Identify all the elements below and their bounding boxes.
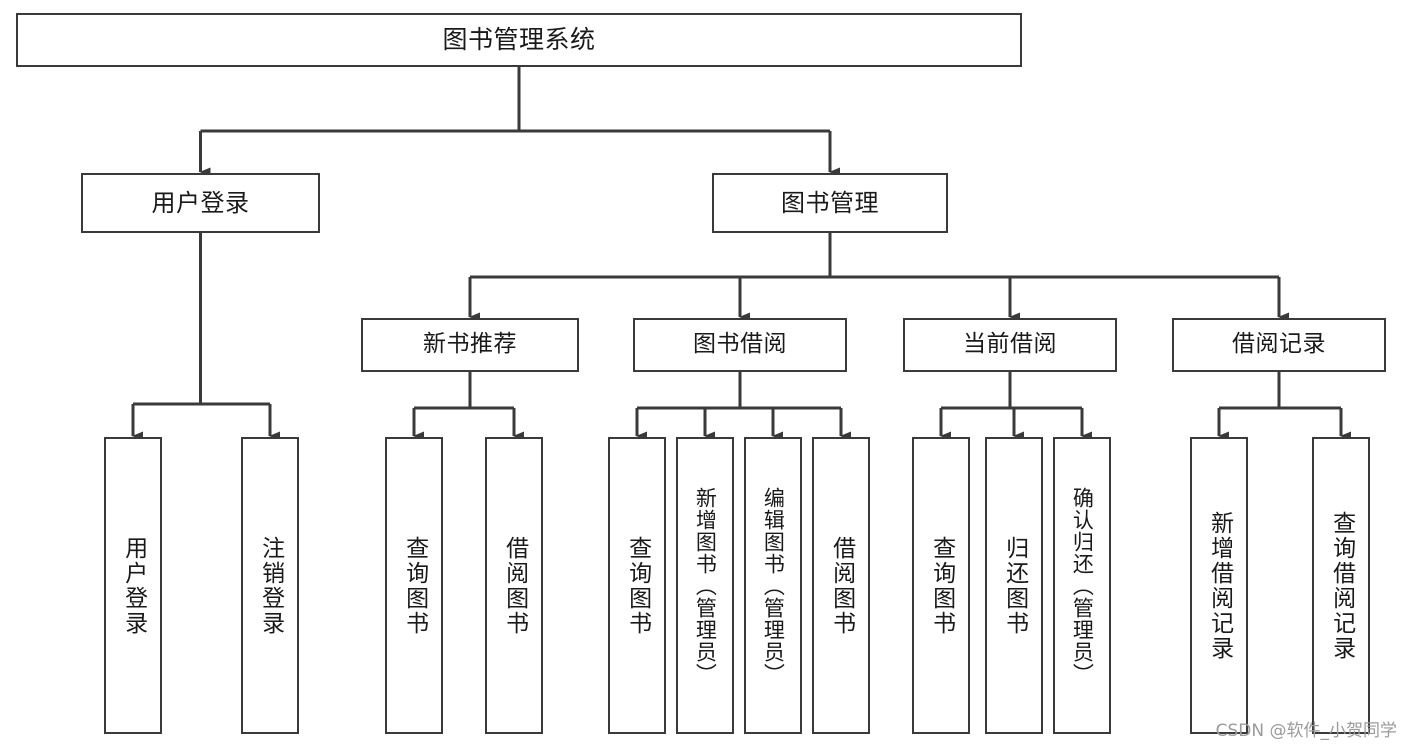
node-label: 借阅记录: [1232, 331, 1326, 358]
node-leaf-query-book-1: 查询图书: [385, 437, 443, 734]
node-book-borrow: 图书借阅: [633, 318, 847, 372]
node-label: 当前借阅: [963, 331, 1057, 358]
node-label: 新增图书（管理员）: [693, 486, 718, 685]
node-label: 新书推荐: [423, 331, 517, 358]
node-label: 归还图书: [1001, 535, 1028, 636]
node-new-book-recommend: 新书推荐: [361, 318, 579, 372]
node-borrow-record: 借阅记录: [1172, 318, 1386, 372]
node-label: 注销登录: [257, 535, 284, 636]
node-leaf-edit-book: 编辑图书（管理员）: [744, 437, 802, 734]
node-label: 查询图书: [401, 535, 428, 636]
node-leaf-return-book: 归还图书: [985, 437, 1043, 734]
node-label: 查询借阅记录: [1328, 510, 1355, 661]
node-label: 图书管理系统: [442, 25, 596, 55]
node-current-borrow: 当前借阅: [903, 318, 1117, 372]
node-label: 用户登录: [120, 535, 147, 636]
node-label: 查询图书: [624, 535, 651, 636]
node-leaf-query-book-3: 查询图书: [912, 437, 970, 734]
node-leaf-add-book: 新增图书（管理员）: [676, 437, 734, 734]
watermark-label: CSDN @软件_小贺同学: [1215, 721, 1397, 741]
edges-group: [131, 67, 1351, 441]
node-label: 借阅图书: [501, 535, 528, 636]
node-root: 图书管理系统: [16, 13, 1022, 67]
node-label: 新增借阅记录: [1206, 510, 1233, 661]
node-leaf-query-book-2: 查询图书: [608, 437, 666, 734]
node-leaf-add-record: 新增借阅记录: [1190, 437, 1248, 734]
node-leaf-user-login: 用户登录: [104, 437, 162, 734]
node-label: 借阅图书: [828, 535, 855, 636]
node-user-login: 用户登录: [81, 173, 320, 233]
node-leaf-borrow-book-1: 借阅图书: [485, 437, 543, 734]
node-book-management: 图书管理: [712, 173, 948, 233]
node-label: 编辑图书（管理员）: [761, 486, 786, 685]
node-leaf-query-record: 查询借阅记录: [1312, 437, 1370, 734]
node-label: 图书借阅: [693, 331, 787, 358]
node-label: 确认归还（管理员）: [1070, 486, 1095, 685]
node-label: 查询图书: [928, 535, 955, 636]
node-label: 图书管理: [781, 188, 879, 217]
node-leaf-logout: 注销登录: [241, 437, 299, 734]
node-leaf-borrow-book-2: 借阅图书: [812, 437, 870, 734]
node-label: 用户登录: [151, 188, 250, 217]
node-leaf-confirm-return: 确认归还（管理员）: [1053, 437, 1111, 734]
